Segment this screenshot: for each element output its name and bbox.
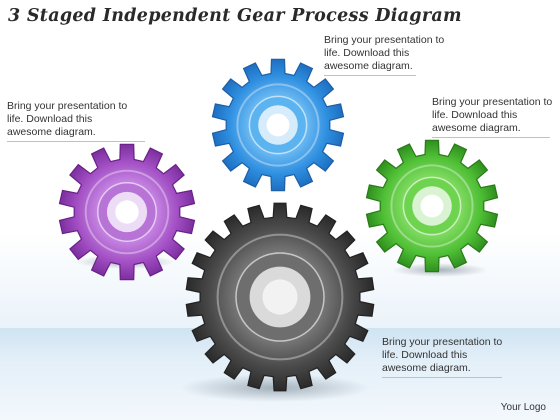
callout-line-2: life. Download this xyxy=(7,113,93,125)
callout-line-2: life. Download this xyxy=(432,109,518,121)
gear-ring xyxy=(236,83,320,167)
callout-line-3: awesome diagram. xyxy=(382,362,471,374)
green-gear-icon xyxy=(365,139,499,273)
callout-line-2: life. Download this xyxy=(324,47,410,59)
callout-right: Bring your presentation to life. Downloa… xyxy=(432,96,557,138)
callout-bottom-right: Bring your presentation to life. Downloa… xyxy=(382,336,532,378)
logo-text: Your Logo xyxy=(500,402,546,413)
callout-divider xyxy=(432,137,550,138)
gear-shadow-small xyxy=(392,263,488,277)
callout-line-3: awesome diagram. xyxy=(432,122,521,134)
purple-gear-icon xyxy=(58,143,196,281)
callout-line-1: Bring your presentation to xyxy=(7,100,128,112)
callout-top-center: Bring your presentation to life. Downloa… xyxy=(324,34,484,76)
callout-line-1: Bring your presentation to xyxy=(382,336,503,348)
callout-line-3: awesome diagram. xyxy=(7,126,96,138)
blue-gear-icon xyxy=(211,58,345,192)
callout-divider xyxy=(7,141,145,142)
gear-hole xyxy=(262,279,298,315)
gear-hole xyxy=(420,194,444,218)
gear-ring xyxy=(390,164,474,248)
gear-ring xyxy=(216,233,344,361)
callout-left: Bring your presentation to life. Downloa… xyxy=(7,100,147,142)
page-title: 3 Staged Independent Gear Process Diagra… xyxy=(8,6,462,26)
gear-hole xyxy=(115,200,139,224)
callout-line-3: awesome diagram. xyxy=(324,60,413,72)
callout-line-1: Bring your presentation to xyxy=(324,34,445,46)
callout-line-1: Bring your presentation to xyxy=(432,96,553,108)
gear-hole xyxy=(266,113,290,137)
callout-divider xyxy=(382,377,502,378)
gear-ring xyxy=(84,169,170,255)
callout-divider xyxy=(324,75,416,76)
callout-line-2: life. Download this xyxy=(382,349,468,361)
gray-gear-icon xyxy=(185,202,375,392)
